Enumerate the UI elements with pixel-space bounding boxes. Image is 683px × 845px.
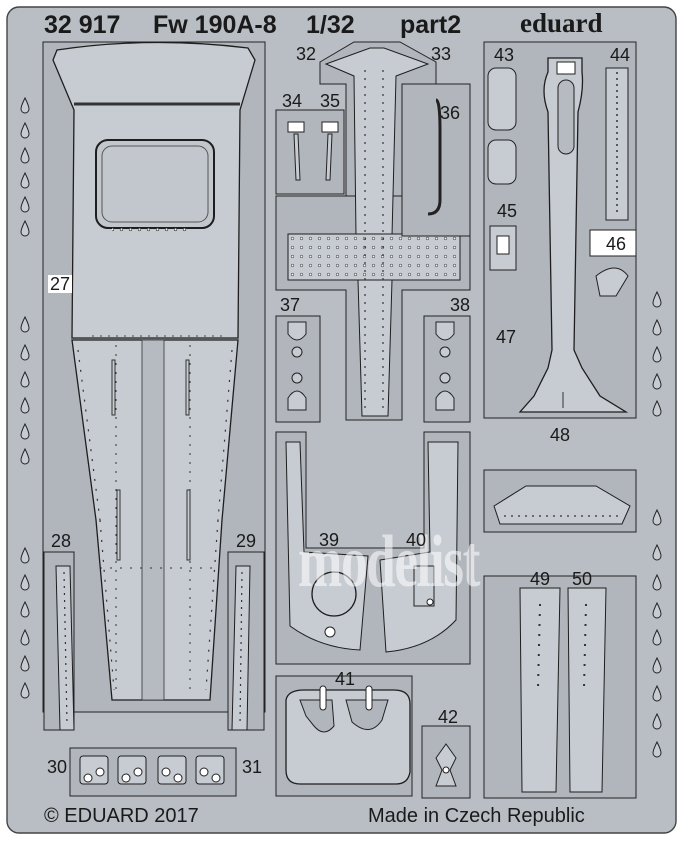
- part-number-42: 42: [438, 707, 459, 727]
- part-number-35: 35: [320, 91, 341, 111]
- part-number-32: 32: [296, 44, 317, 64]
- part-32-33: [275, 41, 471, 421]
- part-27: [42, 41, 266, 713]
- part-number-30: 30: [47, 757, 68, 777]
- part-29: [227, 551, 265, 731]
- part-42: [421, 725, 471, 799]
- part-number-46: 46: [606, 234, 627, 254]
- origin-text: Made in Czech Republic: [368, 805, 585, 827]
- part-number-41: 41: [335, 669, 356, 689]
- watermark-text: modelist: [298, 521, 480, 603]
- part-number-34: 34: [282, 91, 303, 111]
- part-number-49: 49: [530, 569, 551, 589]
- right-drop-column: [652, 290, 662, 758]
- brand-logo: eduard: [520, 8, 603, 38]
- part-48: [483, 469, 637, 533]
- part-label: part2: [400, 11, 462, 39]
- part-number-33: 33: [431, 44, 452, 64]
- model-name: Fw 190A-8: [153, 11, 277, 39]
- part-number-37: 37: [280, 295, 301, 315]
- part-number-43: 43: [494, 45, 515, 65]
- part-number-44: 44: [610, 45, 631, 65]
- part-43-47: [483, 41, 637, 419]
- part-number-31: 31: [242, 757, 263, 777]
- part-38: [423, 315, 471, 423]
- part-41: [275, 675, 413, 797]
- part-49-50: [483, 575, 637, 799]
- part-28: [43, 551, 75, 731]
- left-drop-column: [20, 96, 30, 699]
- part-number-36: 36: [440, 103, 461, 123]
- part-36: [401, 83, 471, 237]
- part-number-48: 48: [550, 425, 571, 445]
- set-number: 32 917: [44, 11, 121, 39]
- part-30-31: [69, 747, 237, 797]
- copyright-text: © EDUARD 2017: [44, 805, 199, 827]
- part-37: [275, 315, 321, 423]
- part-number-27: 27: [48, 274, 73, 294]
- part-39-40: [275, 431, 471, 665]
- part-number-29: 29: [236, 531, 257, 551]
- part-number-28: 28: [51, 531, 72, 551]
- part-number-47: 47: [496, 327, 517, 347]
- part-number-50: 50: [572, 569, 593, 589]
- part-number-39: 39: [319, 530, 340, 550]
- part-number-38: 38: [450, 295, 471, 315]
- part-34-35: [275, 109, 345, 195]
- part-number-45: 45: [497, 201, 518, 221]
- part-number-40: 40: [406, 530, 427, 550]
- scale-label: 1/32: [306, 11, 355, 39]
